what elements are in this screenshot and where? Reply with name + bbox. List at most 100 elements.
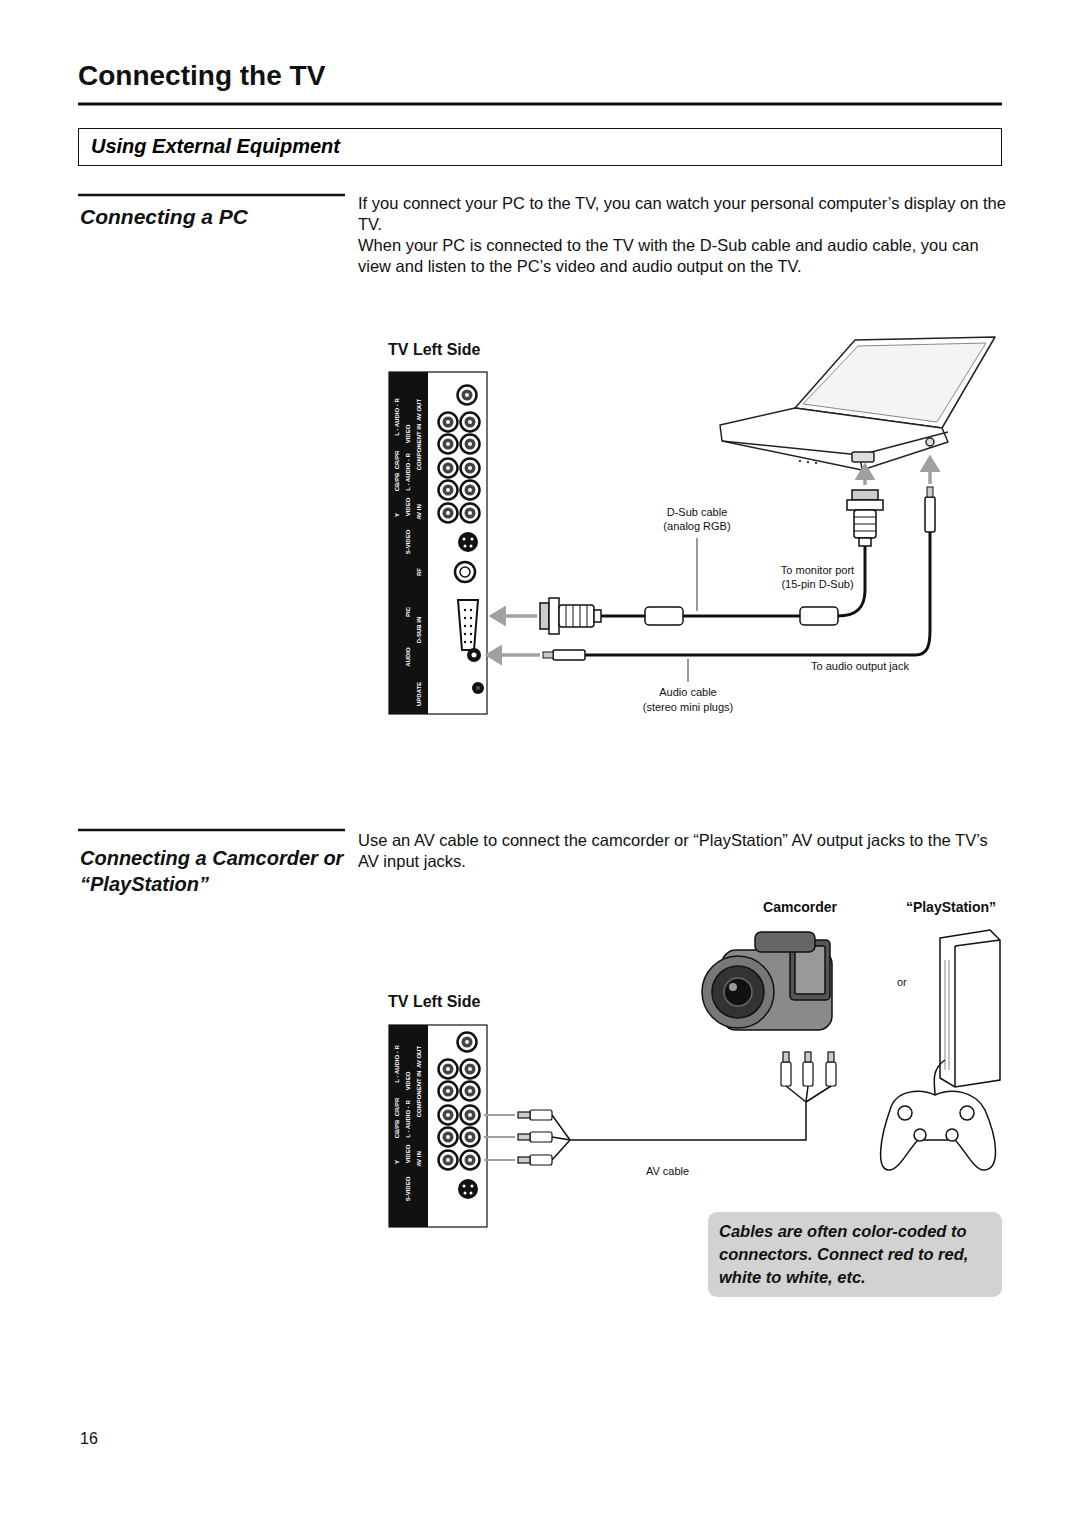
rules: [78, 829, 345, 832]
page-title: Connecting the TV: [78, 60, 325, 92]
section-heading: Connecting a Camcorder or “PlayStation”: [80, 845, 355, 897]
connection-arrows: [484, 1136, 515, 1138]
panel-jack: [468, 511, 472, 515]
d-sub-cable: [549, 598, 559, 634]
panel-jack: [463, 538, 466, 541]
panel-jack: [465, 1040, 469, 1044]
jack-label: COMPONENT IN: [416, 424, 423, 471]
audio-cable: [543, 652, 553, 658]
panel-jack: [465, 508, 476, 519]
panel-jack: [461, 413, 480, 432]
audio-cable: [553, 650, 585, 660]
jack-label: D-SUB IN: [416, 617, 423, 644]
panel-jack: [465, 1064, 476, 1075]
panel-jack: [461, 481, 480, 500]
panel-jack: [443, 508, 454, 519]
jack-label: L - AUDIO - R: [405, 1100, 412, 1138]
laptop: [926, 438, 934, 446]
leader-lines: [696, 538, 698, 611]
panel-jack: [446, 1089, 450, 1093]
panel-caption: TV Left Side: [388, 341, 538, 359]
panel-jack: [389, 1025, 487, 1227]
panel-jack: [465, 463, 476, 474]
jack-label: CB/PB: [394, 1120, 401, 1139]
panel-jack: [443, 1155, 454, 1166]
panel-jack: [468, 1158, 472, 1162]
d-sub-cable: [566, 605, 587, 627]
panel-jack: [464, 609, 466, 611]
panel-jack: [439, 1151, 458, 1170]
panel-jack: [471, 1185, 474, 1188]
illustration-part: [805, 1052, 811, 1062]
panel-jack: [468, 1135, 472, 1139]
panel-jack: [446, 1158, 450, 1162]
connection-arrows: [492, 614, 537, 618]
panel-jack: [468, 1089, 472, 1093]
illustration-part: [518, 1052, 836, 1165]
d-sub-cable: [559, 605, 594, 627]
jack-label: AV IN: [416, 504, 423, 520]
panel-jack: [461, 1060, 480, 1079]
panel-jack: [446, 442, 450, 446]
camcorder: [729, 983, 737, 991]
jack-label: CR/PR: [394, 1098, 401, 1117]
audio-cable: [925, 497, 935, 532]
panel-jack: [470, 1192, 473, 1195]
panel-jack: [470, 625, 472, 627]
note-box: Cables are often color-coded to connecto…: [708, 1212, 1002, 1297]
playstation: [881, 1091, 996, 1170]
panel-jack: [465, 1132, 476, 1143]
laptop: [803, 343, 986, 422]
jack-label: RF: [416, 568, 423, 576]
jack-label: VIDEO: [405, 1145, 412, 1164]
panel-jack: [439, 1128, 458, 1147]
jack-label: Y: [394, 1160, 401, 1164]
camcorder: [755, 932, 815, 952]
d-sub-cable: [540, 490, 883, 634]
leader-lines: [688, 538, 697, 682]
panel-jack: [468, 420, 472, 424]
section-heading: Connecting a PC: [80, 205, 350, 229]
leader-lines: [687, 659, 689, 682]
cable-label: Audio cable (stereo mini plugs): [642, 685, 734, 715]
panel-jack: [468, 1113, 472, 1117]
panel-jack: [389, 372, 487, 714]
body-text: Use an AV cable to connect the camcorder…: [358, 830, 1006, 872]
panel-jack: [463, 1185, 466, 1188]
body-text: When your PC is connected to the TV with…: [358, 235, 1006, 277]
illustration-part: [530, 1132, 552, 1142]
panel-jack: [460, 567, 470, 577]
d-sub-cable: [859, 538, 871, 546]
panel-jack: [467, 648, 481, 662]
panel-jack: [458, 1033, 477, 1052]
d-sub-cable: [594, 610, 601, 622]
panel-jack: [446, 466, 450, 470]
illustration-part: [783, 1052, 789, 1062]
panel-jack: [465, 1086, 476, 1097]
playstation: [954, 946, 956, 1087]
illustration-part: [826, 1062, 836, 1086]
jack-label: VIDEO: [405, 498, 412, 517]
illustration-part: [530, 1155, 552, 1165]
laptop: [799, 460, 801, 462]
connection-arrows: [484, 1114, 515, 1116]
panel-jack: [446, 1135, 450, 1139]
illustration-part: [518, 1134, 530, 1140]
panel-jack: [461, 1128, 480, 1147]
panel-jack: [470, 641, 472, 643]
device-label: Camcorder: [755, 899, 845, 915]
camcorder: [702, 956, 774, 1028]
panel-jack: [446, 1067, 450, 1071]
d-sub-cable: [600, 545, 865, 616]
panel-jack: [461, 459, 480, 478]
jack-label: UPDATE: [416, 682, 423, 706]
panel-jack: [446, 488, 450, 492]
audio-cable: [927, 487, 933, 497]
jack-label: VIDEO: [405, 1072, 412, 1091]
panel-jack: [439, 459, 458, 478]
rules: [78, 194, 345, 197]
playstation: [934, 1060, 945, 1095]
panel-jack: [443, 463, 454, 474]
panel-jack: [461, 1151, 480, 1170]
camcorder: [712, 966, 764, 1018]
